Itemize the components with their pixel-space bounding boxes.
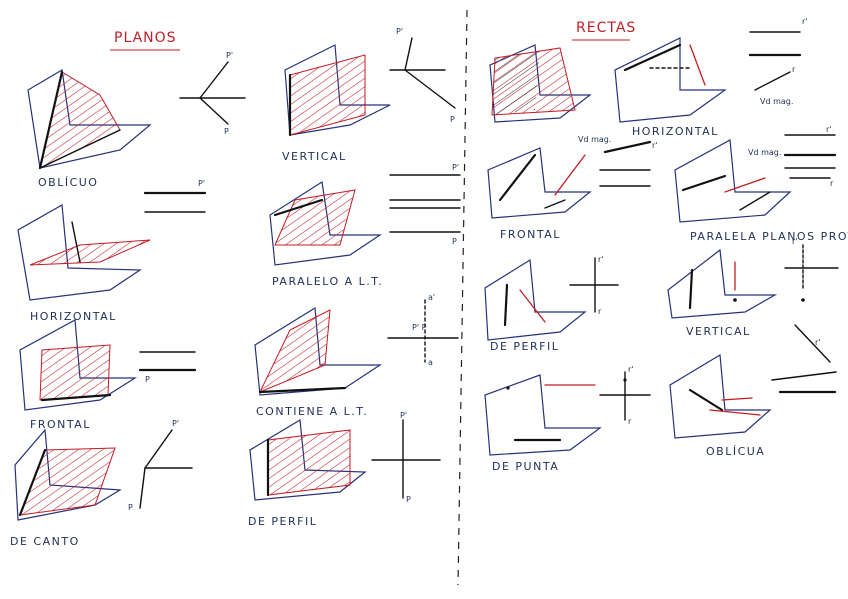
svg-text:Vd mag.: Vd mag. — [760, 97, 793, 106]
recta-de-perfil-traces: r' r — [569, 255, 619, 316]
label-recta-frontal: FRONTAL — [500, 228, 561, 241]
svg-text:r: r — [830, 179, 834, 188]
label-recta-paralela-planos: PARALELA PLANOS PROYECC. — [690, 230, 848, 243]
recta-horizontal-traces: r' r Vd mag. — [748, 17, 808, 106]
svg-text:P' P: P' P — [412, 323, 427, 332]
svg-text:P': P' — [172, 419, 179, 428]
svg-text:P': P' — [396, 27, 403, 36]
label-plano-frontal: FRONTAL — [30, 418, 91, 431]
plano-de-perfil-traces: P' P — [371, 411, 441, 504]
plano-frontal-traces: P — [138, 351, 197, 384]
svg-text:P: P — [145, 375, 150, 384]
svg-text:r': r' — [628, 365, 634, 374]
svg-text:P': P' — [198, 179, 205, 188]
svg-text:P: P — [450, 115, 455, 124]
plano-de-perfil-sketch — [249, 418, 367, 501]
recta-hatched-sketch — [489, 44, 592, 123]
label-plano-oblicuo: OBLÍCUO — [38, 176, 98, 189]
svg-text:r: r — [628, 417, 632, 426]
plano-vertical-traces: P' P — [389, 27, 456, 124]
plano-paralelo-lt-traces: P' P — [389, 163, 461, 246]
recta-frontal-traces: Vd mag. r' — [578, 135, 658, 187]
svg-text:r': r' — [802, 17, 808, 26]
svg-text:Vd mag.: Vd mag. — [748, 148, 781, 157]
svg-text:P: P — [128, 503, 133, 512]
svg-text:Vd mag.: Vd mag. — [578, 135, 611, 144]
plano-contiene-lt-traces: a' P' P a — [387, 293, 459, 367]
label-plano-contiene-lt: CONTIENE A L.T. — [256, 405, 368, 418]
svg-text:r: r — [792, 65, 796, 74]
svg-text:r': r' — [792, 237, 798, 246]
label-plano-de-canto: DE CANTO — [10, 535, 80, 548]
svg-text:P': P' — [226, 51, 233, 60]
plano-contiene-lt-sketch — [254, 306, 383, 396]
label-plano-paralelo-lt: PARALELO A L.T. — [272, 275, 383, 288]
recta-horizontal-sketch — [614, 37, 727, 123]
plano-horizontal-sketch — [17, 204, 151, 301]
label-recta-oblicua: OBLÍCUA — [706, 445, 765, 458]
svg-text:r': r' — [826, 125, 832, 134]
plano-de-canto-traces: P' P — [128, 419, 193, 512]
plano-frontal-sketch — [19, 319, 138, 411]
svg-text:P: P — [406, 495, 411, 504]
svg-text:P': P' — [400, 411, 407, 420]
svg-text:r': r' — [815, 338, 821, 347]
recta-de-punta-traces: r' r — [599, 365, 651, 426]
recta-de-punta-sketch — [484, 374, 602, 456]
svg-text:r': r' — [652, 141, 658, 150]
recta-frontal-sketch — [487, 147, 592, 219]
recta-vertical-sketch — [667, 248, 778, 319]
svg-text:P': P' — [452, 163, 459, 172]
plano-paralelo-lt-sketch — [269, 181, 382, 266]
label-recta-horizontal: HORIZONTAL — [632, 125, 719, 138]
plano-de-canto-sketch — [14, 428, 122, 521]
label-plano-vertical: VERTICAL — [282, 150, 347, 163]
rectas-title: RECTAS — [576, 20, 636, 36]
label-recta-de-punta: DE PUNTA — [492, 460, 559, 473]
plano-vertical-sketch — [284, 44, 391, 137]
svg-text:r: r — [598, 307, 602, 316]
plano-oblicuo-traces: P' P — [179, 51, 246, 136]
recta-paralela-planos-sketch — [674, 139, 792, 223]
plano-oblicuo-sketch — [27, 69, 152, 170]
recta-oblicua-traces: r' — [771, 324, 837, 394]
recta-vertical-traces: r' — [784, 237, 839, 302]
plano-horizontal-traces: P' — [143, 179, 207, 213]
svg-text:a': a' — [428, 293, 435, 302]
label-plano-de-perfil: DE PERFIL — [248, 515, 317, 528]
svg-text:r': r' — [598, 255, 604, 264]
label-recta-de-perfil: DE PERFIL — [490, 340, 559, 353]
planos-title: PLANOS — [114, 30, 177, 46]
svg-text:P: P — [224, 127, 229, 136]
center-divider — [457, 9, 468, 586]
label-recta-vertical: VERTICAL — [686, 325, 751, 338]
recta-paralela-planos-traces: Vd mag. r' r — [748, 125, 837, 188]
svg-text:P: P — [452, 237, 457, 246]
svg-text:a: a — [428, 358, 433, 367]
label-plano-horizontal: HORIZONTAL — [30, 310, 117, 323]
recta-oblicua-sketch — [669, 353, 772, 439]
recta-de-perfil-sketch — [484, 258, 587, 341]
